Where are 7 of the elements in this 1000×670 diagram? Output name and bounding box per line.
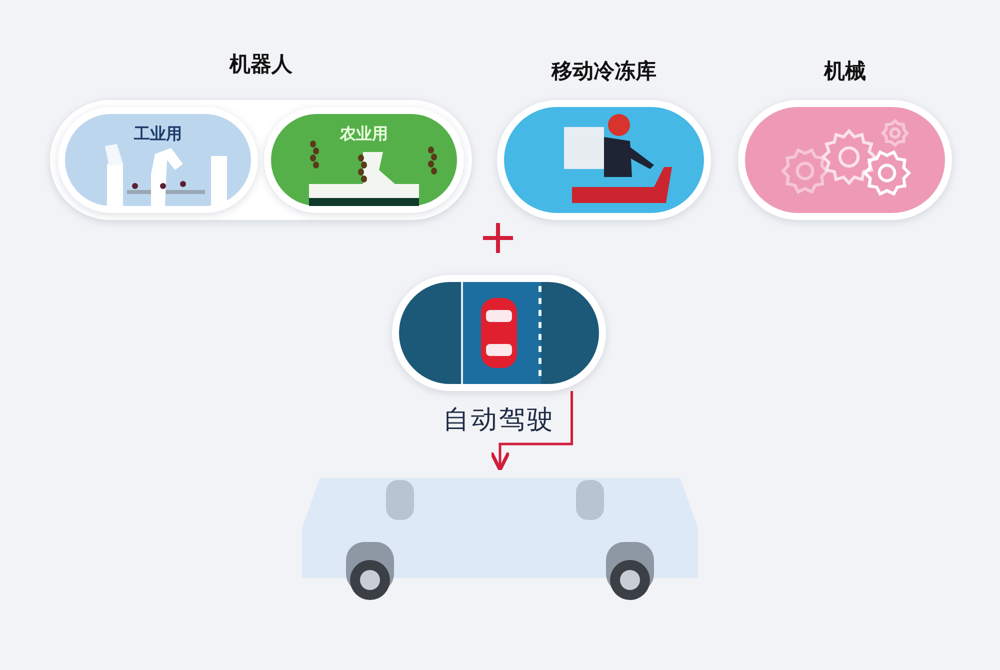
arrow [490, 391, 573, 472]
pill-label: 农业用 [340, 124, 388, 145]
category-heading: 机械 [824, 58, 866, 85]
pill-label: 工业用 [134, 124, 182, 145]
category-heading: 机器人 [230, 51, 292, 78]
category-heading: 移动冷冻库 [552, 58, 656, 85]
node-caption: 自动驾驶 [443, 404, 555, 437]
